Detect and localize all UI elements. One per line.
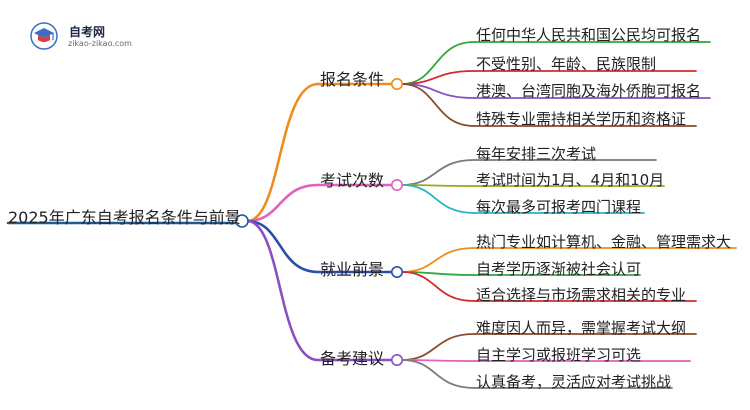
logo-title: 自考网 <box>69 25 106 39</box>
branch-node-circle <box>390 78 403 91</box>
leaf-item: 不受性别、年龄、民族限制 <box>476 55 657 73</box>
site-logo: 自考网 zikao-zikao.com <box>30 22 150 52</box>
root-node-circle <box>235 214 249 228</box>
branch-connector <box>245 219 320 274</box>
leaf-item: 难度因人而异，需掌握考试大纲 <box>476 319 687 337</box>
branch-connector <box>245 82 320 223</box>
leaf-connector <box>401 41 475 85</box>
leaf-item: 热门专业如计算机、金融、管理需求大 <box>476 233 732 251</box>
root-topic: 2025年广东自考报名条件与前景 <box>8 208 241 227</box>
leaf-item: 自考学历逐渐被社会认可 <box>476 260 642 278</box>
leaf-item: 特殊专业需持相关学历和资格证 <box>476 110 687 128</box>
branch-study-advice: 备考建议 <box>320 349 385 368</box>
branch-registration-conditions: 报名条件 <box>320 70 385 89</box>
leaf-item: 自主学习或报班学习可选 <box>476 346 642 364</box>
leaf-connector <box>401 184 475 214</box>
leaf-connector <box>401 271 475 302</box>
leaf-item: 港澳、台湾同胞及海外侨胞可报名 <box>476 82 702 100</box>
leaf-connector <box>401 359 475 389</box>
leaf-item: 考试时间为1月、4月和10月 <box>476 171 665 189</box>
leaf-item: 认真备考，灵活应对考试挑战 <box>476 373 672 391</box>
leaf-connector <box>401 83 475 127</box>
branch-connector <box>245 219 320 362</box>
graduation-cap-icon <box>30 22 58 50</box>
leaf-item: 任何中华人民共和国公民均可报名 <box>476 26 702 44</box>
leaf-connector <box>401 247 475 273</box>
leaf-item: 每次最多可报考四门课程 <box>476 198 642 216</box>
branch-node-circle <box>390 265 403 278</box>
branch-exam-frequency: 考试次数 <box>320 171 385 190</box>
branch-connector <box>245 183 320 223</box>
logo-subtitle: zikao-zikao.com <box>68 39 132 48</box>
leaf-item: 适合选择与市场需求相关的专业 <box>476 286 687 304</box>
branch-employment-prospects: 就业前景 <box>320 260 385 279</box>
leaf-connector <box>401 333 475 361</box>
leaf-item: 每年安排三次考试 <box>476 145 597 163</box>
leaf-connector <box>401 159 475 186</box>
branch-node-circle <box>390 179 403 192</box>
branch-node-circle <box>390 353 403 366</box>
